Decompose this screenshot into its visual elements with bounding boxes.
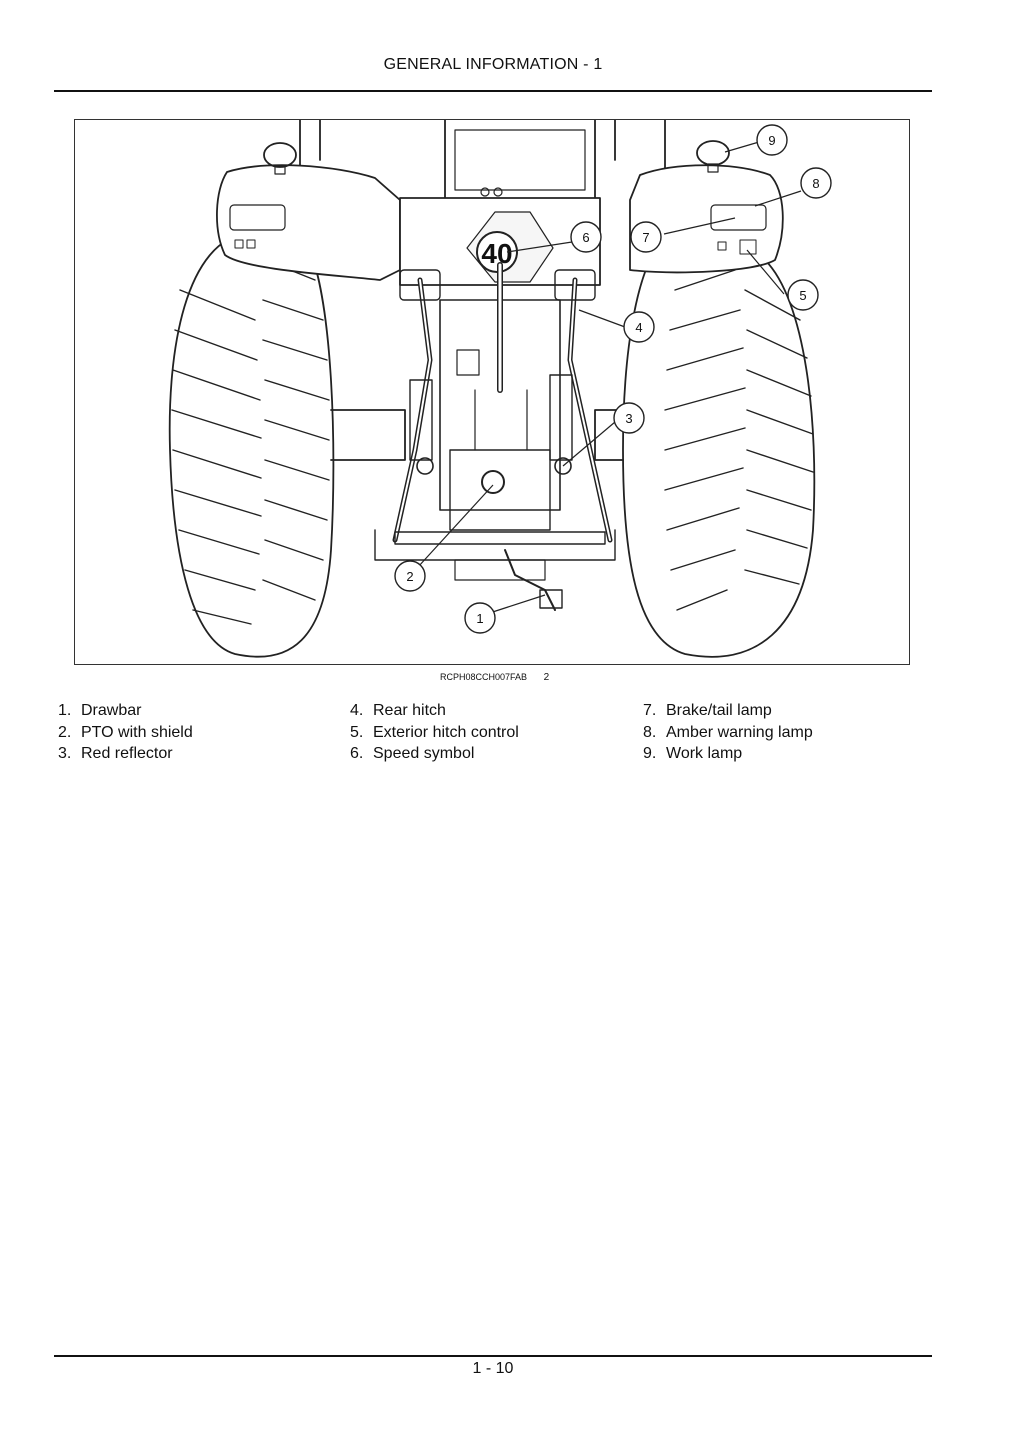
legend-item: 7. Brake/tail lamp — [643, 700, 813, 722]
callout-5-label: 5 — [799, 288, 806, 303]
legend-item-label: Speed symbol — [373, 745, 475, 762]
legend-item: 9. Work lamp — [643, 743, 813, 765]
callout-9-label: 9 — [768, 133, 775, 148]
legend-column-2: 4. Rear hitch 5. Exterior hitch control 6.… — [350, 700, 519, 765]
pto-shaft — [481, 470, 505, 494]
callout-6-label: 6 — [582, 230, 589, 245]
callout-3-label: 3 — [625, 411, 632, 426]
legend-item-number: 6. — [350, 745, 364, 762]
speed-symbol-number: 40 — [481, 238, 512, 269]
legend-item: 3. Red reflector — [58, 743, 193, 765]
left-work-lamp — [263, 142, 297, 168]
callout-7-label: 7 — [642, 230, 649, 245]
left-rear-tire — [168, 231, 335, 658]
callout-5 — [787, 279, 819, 311]
legend-column-3: 7. Brake/tail lamp 8. Amber warning lamp 9… — [643, 700, 813, 765]
cab-pillars — [299, 120, 666, 169]
cab-rear-window — [444, 120, 596, 201]
right-work-lamp — [696, 140, 730, 166]
tractor-rear-drawing: 40 1 2 3 4 — [168, 120, 832, 658]
left-tire-treads — [171, 259, 330, 625]
right-red-reflector — [554, 457, 572, 475]
legend-item: 6. Speed symbol — [350, 743, 519, 765]
legend-item: 2. PTO with shield — [58, 722, 193, 744]
callout-7 — [630, 221, 662, 253]
legend-item-label: Brake/tail lamp — [666, 702, 772, 719]
callout-4-label: 4 — [635, 320, 642, 335]
callout-3 — [613, 402, 645, 434]
legend-item-label: Work lamp — [666, 745, 743, 762]
legend-item-number: 5. — [350, 723, 364, 741]
page-number: 1 - 10 — [472, 1360, 514, 1377]
right-axle-housing — [594, 409, 624, 461]
legend-item-number: 4. — [350, 702, 364, 719]
legend-item-label: PTO with shield — [81, 723, 193, 741]
legend-item: 1. Drawbar — [58, 700, 193, 722]
header-rule — [54, 90, 932, 92]
legend-item: 4. Rear hitch — [350, 700, 519, 722]
right-fender — [629, 164, 784, 274]
legend-item-label: Rear hitch — [373, 702, 446, 719]
callout-2-label: 2 — [406, 569, 413, 584]
legend-column-1: 1. Drawbar 2. PTO with shield 3. Red reflec… — [58, 700, 193, 765]
tractor-rear-illustration: 40 1 2 3 4 — [74, 119, 910, 665]
callout-1-label: 1 — [476, 611, 483, 626]
pto-housing — [449, 449, 551, 531]
legend-item-label: Amber warning lamp — [666, 723, 813, 741]
legend-item-label: Exterior hitch control — [373, 723, 519, 741]
left-lift-cylinder — [409, 379, 433, 461]
legend-item-number: 7. — [643, 702, 657, 719]
callout-9 — [756, 124, 788, 156]
legend-item: 5. Exterior hitch control — [350, 722, 519, 744]
figure-id-code: RCPH08CCH007FAB — [440, 672, 528, 682]
callout-leaders — [417, 141, 802, 621]
figure-number: 2 — [543, 672, 550, 683]
callout-4 — [623, 311, 655, 343]
hitch-crossbar — [394, 531, 606, 545]
callout-markers — [394, 124, 832, 634]
left-red-reflector — [416, 457, 434, 475]
callout-8-label: 8 — [812, 176, 819, 191]
drawbar-link — [504, 549, 556, 611]
legend-item-number: 3. — [58, 745, 72, 762]
legend-item-label: Red reflector — [81, 745, 173, 762]
legend-item-number: 8. — [643, 723, 657, 741]
callout-2 — [394, 560, 426, 592]
right-tire-treads — [664, 269, 814, 611]
legend-item-number: 9. — [643, 745, 657, 762]
callout-8 — [800, 167, 832, 199]
legend-item-number: 2. — [58, 723, 72, 741]
figure-caption: RCPH08CCH007FAB 2 — [440, 672, 549, 683]
footer-rule — [54, 1355, 932, 1357]
legend-item-label: Drawbar — [81, 702, 142, 719]
drawbar-jaw — [539, 589, 563, 609]
legend-item: 8. Amber warning lamp — [643, 722, 813, 744]
left-fender — [216, 164, 401, 281]
right-lift-cylinder — [549, 374, 573, 461]
callout-1 — [464, 602, 496, 634]
page-header-title: GENERAL INFORMATION - 1 — [383, 56, 603, 73]
left-axle-housing — [330, 409, 406, 461]
callout-6 — [570, 221, 602, 253]
legend-item-number: 1. — [58, 702, 72, 719]
